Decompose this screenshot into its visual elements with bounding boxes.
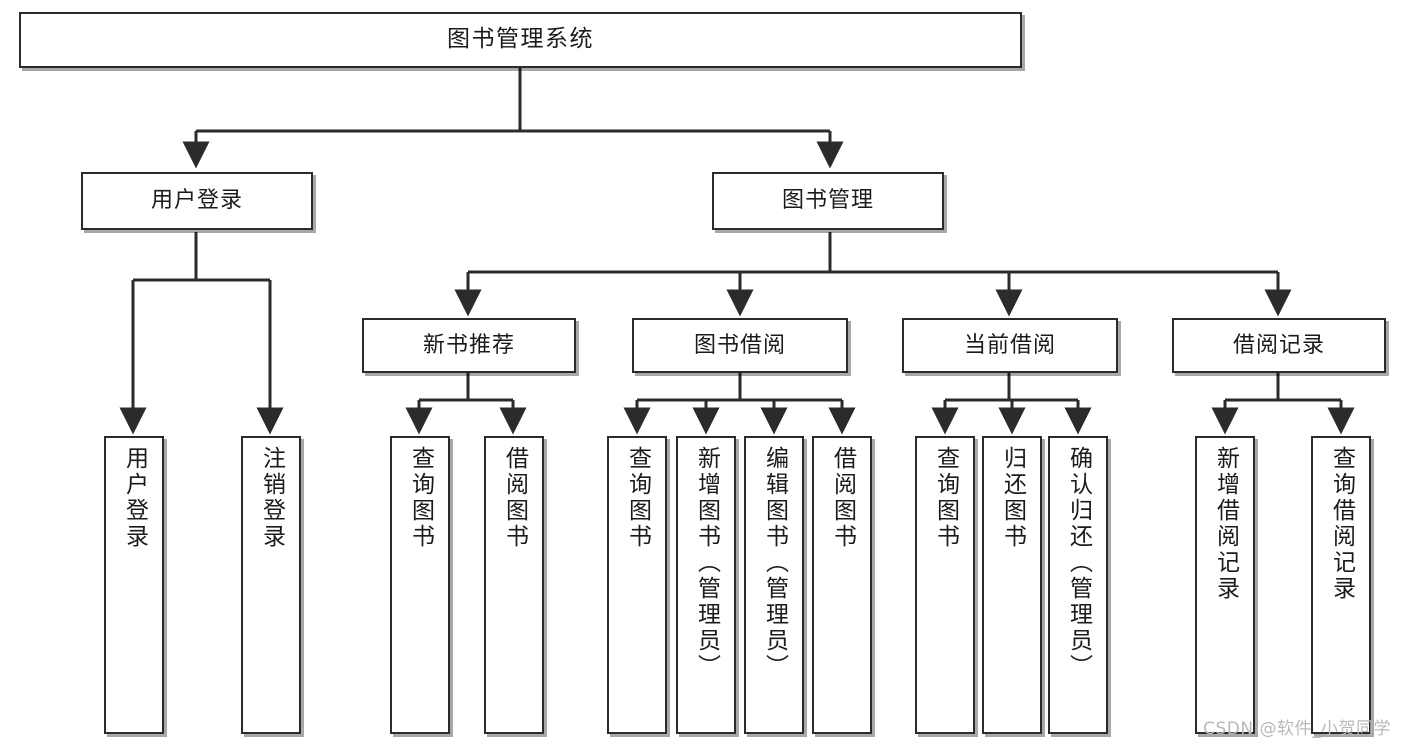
node-leaf-user-logout-label: 注销登录 (258, 446, 285, 550)
node-leaf-query-book-1[interactable]: 查询图书 (390, 436, 450, 734)
node-book-manage[interactable]: 图书管理 (712, 172, 944, 230)
node-leaf-add-book[interactable]: 新增图书（管理员） (676, 436, 736, 734)
node-leaf-query-book-3[interactable]: 查询图书 (915, 436, 975, 734)
node-leaf-add-record[interactable]: 新增借阅记录 (1195, 436, 1255, 734)
node-leaf-add-record-label: 新增借阅记录 (1212, 446, 1239, 602)
node-leaf-query-book-1-label: 查询图书 (407, 446, 434, 550)
node-leaf-borrow-book-1[interactable]: 借阅图书 (484, 436, 544, 734)
node-current-borrow[interactable]: 当前借阅 (902, 318, 1118, 373)
node-borrow-record-label: 借阅记录 (1232, 332, 1325, 358)
node-leaf-query-record-label: 查询借阅记录 (1328, 446, 1355, 602)
node-leaf-edit-book-label: 编辑图书（管理员） (761, 446, 788, 680)
node-leaf-borrow-book-1-label: 借阅图书 (501, 446, 528, 550)
watermark-text: CSDN @软件_小贺同学 (1203, 719, 1391, 739)
node-leaf-query-book-2-label: 查询图书 (624, 446, 651, 550)
node-user-login-label: 用户登录 (150, 188, 243, 214)
node-leaf-user-logout[interactable]: 注销登录 (241, 436, 301, 734)
node-leaf-confirm-return-label: 确认归还（管理员） (1065, 446, 1092, 680)
node-leaf-user-login[interactable]: 用户登录 (104, 436, 164, 734)
node-new-book-recommend-label: 新书推荐 (422, 332, 515, 358)
node-book-borrow[interactable]: 图书借阅 (632, 318, 848, 373)
node-book-manage-label: 图书管理 (781, 188, 874, 214)
node-current-borrow-label: 当前借阅 (963, 332, 1056, 358)
node-leaf-query-book-3-label: 查询图书 (932, 446, 959, 550)
node-leaf-edit-book[interactable]: 编辑图书（管理员） (744, 436, 804, 734)
node-root[interactable]: 图书管理系统 (19, 12, 1022, 68)
node-leaf-user-login-label: 用户登录 (121, 446, 148, 550)
node-root-label: 图书管理系统 (447, 26, 594, 53)
node-leaf-confirm-return[interactable]: 确认归还（管理员） (1048, 436, 1108, 734)
node-book-borrow-label: 图书借阅 (693, 332, 786, 358)
node-leaf-borrow-book-2[interactable]: 借阅图书 (812, 436, 872, 734)
node-leaf-query-book-2[interactable]: 查询图书 (607, 436, 667, 734)
node-user-login[interactable]: 用户登录 (81, 172, 313, 230)
node-borrow-record[interactable]: 借阅记录 (1172, 318, 1386, 373)
node-leaf-query-record[interactable]: 查询借阅记录 (1311, 436, 1371, 734)
node-leaf-return-book-label: 归还图书 (999, 446, 1026, 550)
node-leaf-add-book-label: 新增图书（管理员） (693, 446, 720, 680)
node-leaf-borrow-book-2-label: 借阅图书 (829, 446, 856, 550)
node-leaf-return-book[interactable]: 归还图书 (982, 436, 1042, 734)
node-new-book-recommend[interactable]: 新书推荐 (362, 318, 576, 373)
